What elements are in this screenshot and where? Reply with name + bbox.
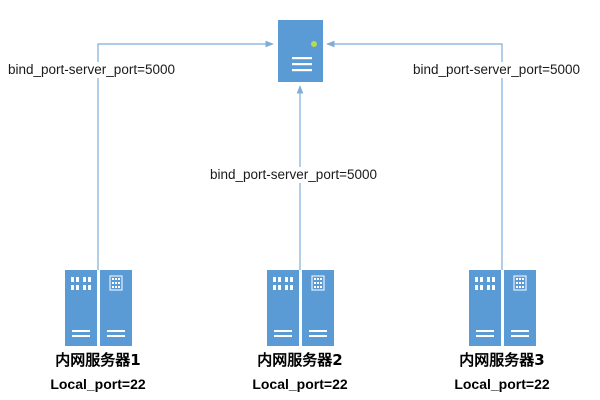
connection-line-1 — [97, 40, 274, 270]
rack-server-icon — [65, 270, 132, 346]
connection-label-1: bind_port-server_port=5000 — [8, 62, 175, 78]
rack-server-icon — [469, 270, 536, 346]
server-icon — [278, 20, 323, 82]
intranet-server-name-1: 内网服务器1 — [55, 351, 141, 369]
connection-label-3: bind_port-server_port=5000 — [413, 62, 580, 78]
connection-label-2: bind_port-server_port=5000 — [210, 167, 377, 183]
intranet-server-name-2: 内网服务器2 — [257, 351, 343, 369]
intranet-server-name-3: 内网服务器3 — [459, 351, 545, 369]
intranet-server-port-1: Local_port=22 — [50, 376, 146, 392]
connection-line-3 — [326, 40, 503, 270]
intranet-server-port-2: Local_port=22 — [252, 376, 348, 392]
intranet-server-port-3: Local_port=22 — [454, 376, 550, 392]
rack-server-icon — [267, 270, 334, 346]
